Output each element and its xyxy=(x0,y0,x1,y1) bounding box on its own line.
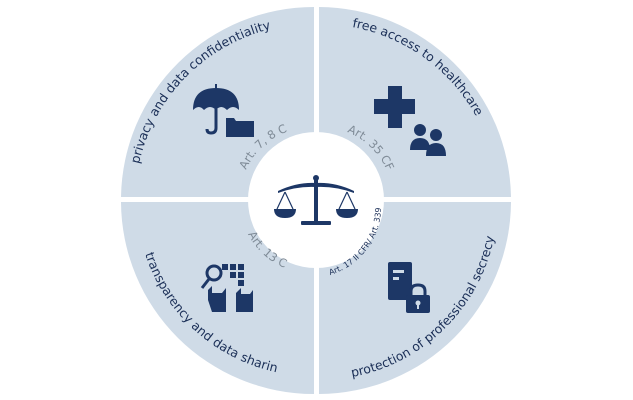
data-search-hands-icon xyxy=(200,264,253,312)
balance-scale-icon xyxy=(274,175,358,225)
locked-document-icon xyxy=(388,262,430,313)
medical-cross-people-icon xyxy=(374,86,446,156)
umbrella-folder-icon xyxy=(193,84,254,137)
